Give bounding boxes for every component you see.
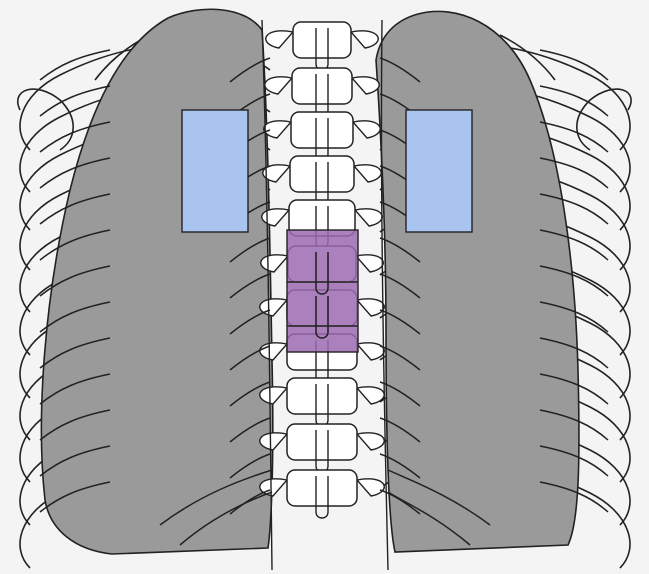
vertebral-body: [287, 378, 357, 414]
left-paravertebral-region: [182, 110, 248, 232]
vertebral-body: [293, 22, 351, 58]
vertebral-body-region: [287, 230, 358, 352]
vertebral-body: [287, 470, 357, 506]
vertebral-body: [291, 112, 353, 148]
vertebral-body: [287, 424, 357, 460]
vertebral-body: [290, 156, 354, 192]
vertebral-body: [292, 68, 352, 104]
right-paravertebral-region: [406, 110, 472, 232]
